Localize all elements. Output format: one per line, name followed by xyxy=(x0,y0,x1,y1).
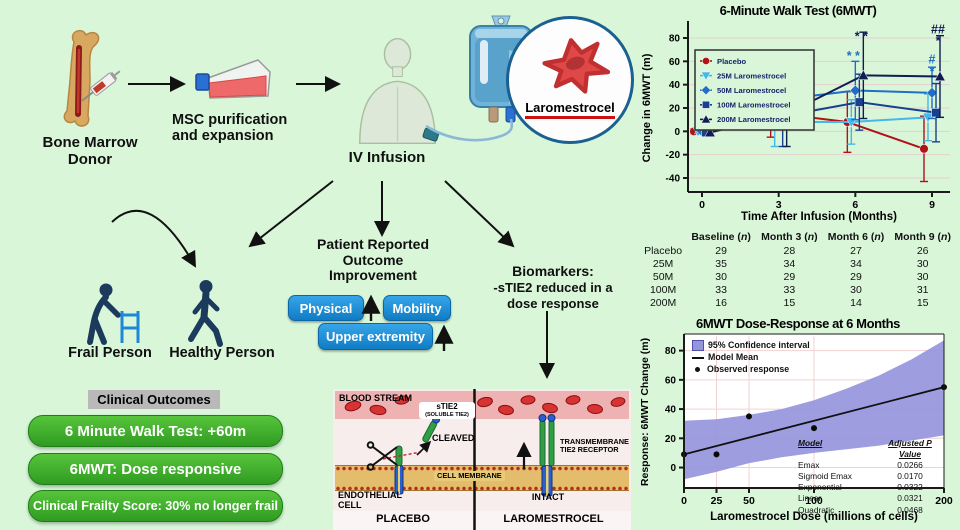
scissors-icon xyxy=(366,441,398,471)
endothelial-cell-label: ENDOTHELIAL CELL xyxy=(338,490,402,510)
svg-text:60: 60 xyxy=(669,57,681,68)
biomarkers-line1: -sTIE2 reduced in a xyxy=(493,280,613,296)
frail-person-label: Frail Person xyxy=(68,345,152,361)
biomarkers-line2: dose response xyxy=(507,295,599,311)
arrow-frail-to-healthy xyxy=(111,209,196,268)
svg-text:* *: * * xyxy=(847,49,860,63)
svg-text:0: 0 xyxy=(674,127,680,138)
model-mean-legend-label: Model Mean xyxy=(708,351,759,362)
svg-text:80: 80 xyxy=(665,346,677,357)
arrow-iv-to-biomarkers xyxy=(444,180,515,248)
ci-legend-label: 95% Confidence interval xyxy=(708,340,810,350)
svg-text:200M Laromestrocel: 200M Laromestrocel xyxy=(717,115,790,124)
healthy-person-label: Healthy Person xyxy=(169,345,275,361)
blood-stream-label: BLOOD STREAM xyxy=(339,393,412,403)
svg-text:25: 25 xyxy=(711,495,723,507)
svg-text:Change in 6MWT (m): Change in 6MWT (m) xyxy=(641,53,653,162)
svg-text:0: 0 xyxy=(670,463,676,474)
outcome-6mwt-button[interactable]: 6 Minute Walk Test: +60m xyxy=(28,415,283,447)
svg-text:60: 60 xyxy=(665,375,677,386)
svg-text:6: 6 xyxy=(852,199,858,211)
transmembrane-label: TRANSMEMBRANE TIE2 RECEPTOR xyxy=(560,437,629,454)
mobility-button[interactable]: Mobility xyxy=(383,295,451,321)
pro-heading-line2: Outcome Improvement xyxy=(329,251,417,284)
svg-text:Placebo: Placebo xyxy=(717,57,746,66)
laromestrocel-condition-label: LAROMESTROCEL xyxy=(503,513,604,525)
svg-text:9: 9 xyxy=(929,199,935,211)
svg-text:100: 100 xyxy=(805,495,823,507)
svg-text:0: 0 xyxy=(699,199,705,211)
svg-text:100M Laromestrocel: 100M Laromestrocel xyxy=(717,101,790,110)
svg-text:50: 50 xyxy=(743,495,755,507)
red-blood-cells-right xyxy=(477,395,626,416)
msc-label: MSC purification and expansion xyxy=(172,112,288,145)
culture-flask-icon xyxy=(195,59,271,99)
cleaved-arrow xyxy=(416,440,432,456)
svg-text:20: 20 xyxy=(669,104,681,115)
svg-text:Response: 6MWT Change (m): Response: 6MWT Change (m) xyxy=(639,338,651,486)
pro-heading: Patient Reported Outcome Improvement xyxy=(297,236,449,284)
svg-text:50M Laromestrocel: 50M Laromestrocel xyxy=(717,86,786,95)
condition-label-strip xyxy=(333,511,631,530)
pro-heading-line1: Patient Reported xyxy=(316,236,429,252)
svg-text:80: 80 xyxy=(669,34,681,45)
tie2-mechanism-diagram: BLOOD STREAM sTIE2 (SOLUBLE TIE2) CLEAVE… xyxy=(333,389,631,530)
svg-text:* *: * * xyxy=(855,29,868,43)
intact-label: INTACT xyxy=(531,492,565,502)
svg-text:200: 200 xyxy=(935,495,953,507)
iv-infusion-label: IV Infusion xyxy=(348,149,426,166)
svg-text:#: # xyxy=(929,53,936,67)
laromestrocel-label: Laromestrocel xyxy=(509,99,631,119)
patient-icon xyxy=(359,37,440,145)
svg-text:*: * xyxy=(936,34,941,48)
svg-text:*: * xyxy=(930,64,935,78)
dose-response-chart-title: 6MWT Dose-Response at 6 Months xyxy=(696,316,900,331)
svg-text:3: 3 xyxy=(776,199,782,211)
frail-person-icon xyxy=(87,283,140,345)
magnifier-circle: Laromestrocel xyxy=(506,16,634,144)
svg-text:40: 40 xyxy=(665,405,677,416)
svg-text:Time After Infusion (Months): Time After Infusion (Months) xyxy=(741,211,897,223)
sample-size-table-wrap: Baseline (n)Month 3 (n)Month 6 (n)Month … xyxy=(640,230,956,309)
physical-button[interactable]: Physical xyxy=(288,295,364,321)
bone-marrow-label: Bone Marrow Donor xyxy=(42,134,138,168)
svg-text:-20: -20 xyxy=(666,150,681,161)
observed-legend-label: Observed response xyxy=(707,363,790,374)
svg-text:20: 20 xyxy=(665,434,677,445)
healthy-person-icon xyxy=(188,280,223,347)
stem-cell-icon xyxy=(542,38,611,94)
svg-text:Laromestrocel Dose (millions o: Laromestrocel Dose (millions of cells) xyxy=(710,511,918,523)
svg-text:25M Laromestrocel: 25M Laromestrocel xyxy=(717,71,786,80)
sample-size-table: Baseline (n)Month 3 (n)Month 6 (n)Month … xyxy=(644,231,951,309)
cell-membrane-label: CELL MEMBRANE xyxy=(434,471,505,481)
model-mean-swatch xyxy=(692,356,704,359)
walk-test-chart-title: 6-Minute Walk Test (6MWT) xyxy=(719,3,877,18)
svg-text:0: 0 xyxy=(681,495,687,507)
bone-marrow-icon xyxy=(63,29,121,127)
walker-icon xyxy=(120,311,140,343)
red-blood-cells-left xyxy=(344,395,410,416)
ci-band-swatch xyxy=(692,340,704,352)
biomarkers-title: Biomarkers: xyxy=(512,263,594,279)
intact-receptor-icon xyxy=(538,414,556,497)
cleaved-label: CLEAVED xyxy=(432,433,475,443)
dose-chart-legend: 95% Confidence interval Model Mean Obser… xyxy=(692,340,810,376)
placebo-label: PLACEBO xyxy=(376,513,430,525)
syringe-icon xyxy=(81,70,121,102)
biomarkers-block: Biomarkers: -sTIE2 reduced in a dose res… xyxy=(478,263,628,312)
observed-swatch xyxy=(695,367,700,373)
upper-extremity-button[interactable]: Upper extremity xyxy=(318,323,433,350)
dose-response-chart: 0 20 40 60 80 0 25 50 100 200 Response: 6MWT Chang… xyxy=(639,333,953,523)
svg-text:-40: -40 xyxy=(666,174,681,185)
svg-text:##: ## xyxy=(931,22,945,36)
outcome-dose-button[interactable]: 6MWT: Dose responsive xyxy=(28,453,283,485)
outcome-frailty-button[interactable]: Clinical Frailty Score: 30% no longer fr… xyxy=(28,490,283,522)
svg-text:40: 40 xyxy=(669,80,681,91)
clinical-outcomes-header: Clinical Outcomes xyxy=(88,390,220,409)
stie2-label: sTIE2 (SOLUBLE TIE2) xyxy=(419,402,475,419)
